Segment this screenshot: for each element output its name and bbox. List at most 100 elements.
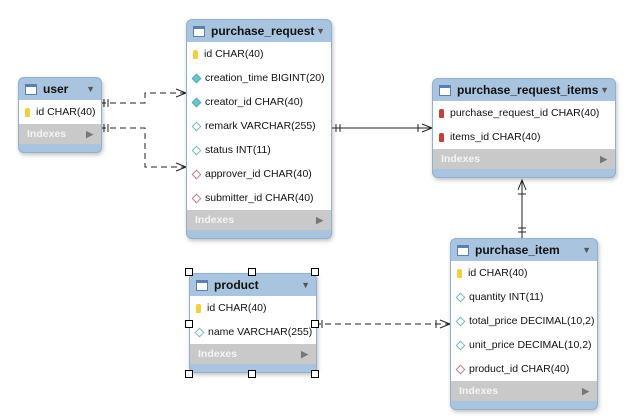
collapse-arrow-icon[interactable]: ▼	[582, 245, 591, 255]
table-icon	[193, 25, 205, 37]
expand-arrow-icon[interactable]: ▶	[301, 348, 308, 359]
column-label: id CHAR(40)	[204, 48, 264, 60]
key-icon	[439, 108, 444, 118]
diamond-icon	[191, 169, 202, 179]
column-label: total_price DECIMAL(10,2)	[469, 315, 595, 327]
expand-arrow-icon[interactable]: ▶	[600, 153, 607, 164]
column-row[interactable]: id CHAR(40)	[19, 100, 101, 124]
table-icon	[457, 244, 469, 256]
column-row[interactable]: quantity INT(11)	[451, 285, 597, 309]
column-row[interactable]: id CHAR(40)	[190, 296, 316, 320]
table-header[interactable]: purchase_request_items ▼	[433, 79, 615, 101]
indexes-section[interactable]: Indexes ▶	[19, 124, 101, 144]
column-label: purchase_request_id CHAR(40)	[450, 107, 600, 119]
column-row[interactable]: total_price DECIMAL(10,2)	[451, 309, 597, 333]
column-row[interactable]: product_id CHAR(40)	[451, 357, 597, 381]
indexes-section[interactable]: Indexes ▶	[187, 210, 331, 230]
resize-handle[interactable]	[311, 370, 319, 378]
key-icon	[193, 49, 198, 59]
column-row[interactable]: remark VARCHAR(255)	[187, 114, 331, 138]
table-name: product	[214, 278, 259, 292]
expand-arrow-icon[interactable]: ▶	[582, 385, 589, 396]
column-row[interactable]: name VARCHAR(255)	[190, 320, 316, 344]
resize-handle[interactable]	[185, 320, 193, 328]
column-label: remark VARCHAR(255)	[205, 120, 316, 132]
column-row[interactable]: items_id CHAR(40)	[433, 125, 615, 149]
column-label: id CHAR(40)	[468, 267, 528, 279]
column-label: creator_id CHAR(40)	[205, 96, 304, 108]
rel-user-approver	[100, 92, 186, 104]
diamond-icon	[455, 340, 466, 350]
resize-handle[interactable]	[311, 320, 319, 328]
resize-handle[interactable]	[311, 268, 319, 276]
indexes-section[interactable]: Indexes ▶	[433, 149, 615, 169]
diamond-icon	[455, 316, 466, 326]
table-name: purchase_request_items	[457, 83, 599, 97]
column-label: status INT(11)	[205, 144, 271, 156]
diamond-icon	[455, 292, 466, 302]
indexes-label: Indexes	[459, 385, 499, 397]
collapse-arrow-icon[interactable]: ▼	[600, 85, 609, 95]
table-icon	[196, 279, 208, 291]
key-icon	[439, 132, 444, 142]
table-header[interactable]: purchase_request ▼	[187, 20, 331, 42]
expand-arrow-icon[interactable]: ▶	[86, 128, 93, 139]
diamond-icon	[191, 97, 202, 107]
resize-handle[interactable]	[248, 268, 256, 276]
column-row[interactable]: id CHAR(40)	[451, 261, 597, 285]
table-purchase-request-items[interactable]: purchase_request_items ▼purchase_request…	[432, 78, 616, 178]
collapse-arrow-icon[interactable]: ▼	[316, 26, 325, 36]
indexes-label: Indexes	[27, 128, 67, 140]
column-label: name VARCHAR(255)	[208, 326, 313, 338]
table-name: user	[43, 82, 69, 96]
column-row[interactable]: purchase_request_id CHAR(40)	[433, 101, 615, 125]
diamond-icon	[191, 145, 202, 155]
collapse-arrow-icon[interactable]: ▼	[86, 84, 95, 94]
table-purchase-item[interactable]: purchase_item ▼ id CHAR(40) quantity INT(1…	[450, 238, 598, 410]
diamond-icon	[191, 73, 202, 83]
column-row[interactable]: approver_id CHAR(40)	[187, 162, 331, 186]
column-row[interactable]: submitter_id CHAR(40)	[187, 186, 331, 210]
column-row[interactable]: id CHAR(40)	[187, 42, 331, 66]
resize-handle[interactable]	[185, 370, 193, 378]
column-label: items_id CHAR(40)	[450, 131, 541, 143]
column-row[interactable]: creation_time BIGINT(20)	[187, 66, 331, 90]
column-label: product_id CHAR(40)	[469, 363, 570, 375]
indexes-label: Indexes	[198, 348, 238, 360]
key-icon	[25, 107, 30, 117]
indexes-label: Indexes	[441, 153, 481, 165]
column-label: quantity INT(11)	[469, 291, 544, 303]
column-label: id CHAR(40)	[36, 106, 96, 118]
diamond-icon	[191, 193, 202, 203]
column-label: creation_time BIGINT(20)	[205, 72, 325, 84]
resize-handle[interactable]	[185, 268, 193, 276]
table-icon	[439, 84, 451, 96]
table-header[interactable]: product ▼	[190, 274, 316, 296]
table-product[interactable]: product ▼ id CHAR(40) name VARCHAR(255) Ind…	[189, 273, 317, 373]
table-name: purchase_request	[211, 24, 315, 38]
key-icon	[457, 268, 462, 278]
key-icon	[196, 303, 201, 313]
column-row[interactable]: unit_price DECIMAL(10,2)	[451, 333, 597, 357]
indexes-section[interactable]: Indexes ▶	[190, 344, 316, 364]
expand-arrow-icon[interactable]: ▶	[316, 214, 323, 225]
column-row[interactable]: status INT(11)	[187, 138, 331, 162]
column-label: submitter_id CHAR(40)	[205, 192, 314, 204]
indexes-label: Indexes	[195, 214, 235, 226]
column-label: id CHAR(40)	[207, 302, 267, 314]
table-user[interactable]: user ▼ id CHAR(40) Indexes ▶	[18, 77, 102, 153]
rel-user-submitter	[100, 127, 186, 168]
table-header[interactable]: purchase_item ▼	[451, 239, 597, 261]
indexes-section[interactable]: Indexes ▶	[451, 381, 597, 401]
column-label: approver_id CHAR(40)	[205, 168, 312, 180]
diamond-icon	[455, 364, 466, 374]
diamond-icon	[191, 121, 202, 131]
column-label: unit_price DECIMAL(10,2)	[469, 339, 592, 351]
collapse-arrow-icon[interactable]: ▼	[301, 280, 310, 290]
table-icon	[25, 83, 37, 95]
resize-handle[interactable]	[248, 370, 256, 378]
column-row[interactable]: creator_id CHAR(40)	[187, 90, 331, 114]
table-header[interactable]: user ▼	[19, 78, 101, 100]
table-purchase-request[interactable]: purchase_request ▼ id CHAR(40) creation_ti…	[186, 19, 332, 239]
